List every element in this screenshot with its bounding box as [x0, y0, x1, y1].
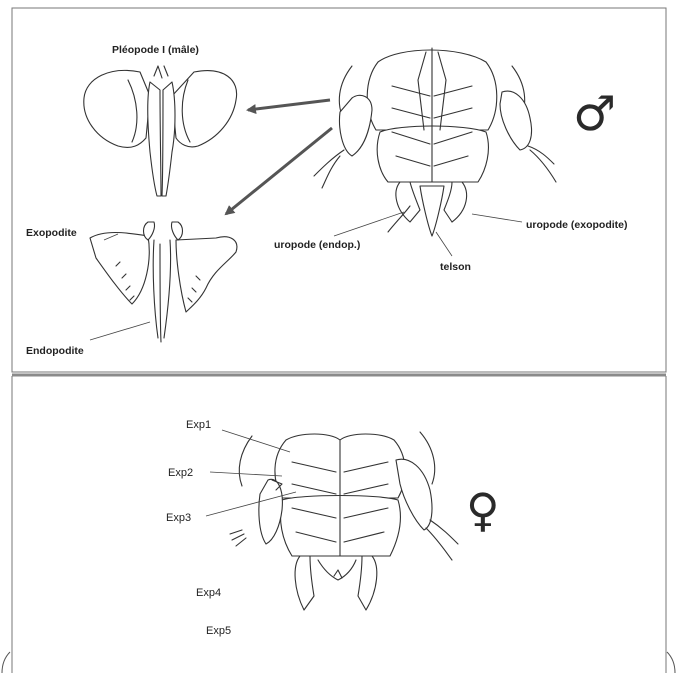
pleopode-male-title: Pléopode I (mâle)	[112, 44, 199, 56]
female-pleon-drawing	[230, 432, 458, 610]
telson-leader	[436, 232, 452, 256]
exp3-label: Exp3	[166, 512, 191, 524]
uropode-endop-leader	[334, 212, 404, 236]
pleopode-dissected-drawing	[90, 222, 237, 342]
male-symbol: ♂	[573, 86, 616, 142]
exp2-label: Exp2	[168, 467, 193, 479]
endopodite-label: Endopodite	[26, 345, 84, 357]
exp1-label: Exp1	[186, 419, 211, 431]
exp2-leader	[210, 472, 282, 476]
arrow-to-dissection	[226, 128, 332, 214]
exp4-label: Exp4	[196, 587, 221, 599]
uropode-exop-leader	[472, 214, 522, 222]
pleopode-male-drawing	[84, 66, 237, 196]
uropode-endop-label: uropode (endop.)	[274, 239, 360, 251]
exopodite-label: Exopodite	[26, 227, 77, 239]
arrow-to-pleopode	[248, 100, 330, 110]
male-pleon-drawing	[314, 48, 556, 236]
telson-label: telson	[440, 261, 471, 273]
exp5-label: Exp5	[206, 625, 231, 637]
bottom-left-corner-curve	[2, 652, 10, 673]
bottom-right-corner-curve	[667, 652, 675, 673]
endopodite-leader	[90, 322, 150, 340]
uropode-exop-label: uropode (exopodite)	[526, 219, 628, 231]
exp1-leader	[222, 430, 290, 452]
female-symbol: ♀	[466, 483, 500, 537]
male-panel-frame	[12, 8, 666, 372]
